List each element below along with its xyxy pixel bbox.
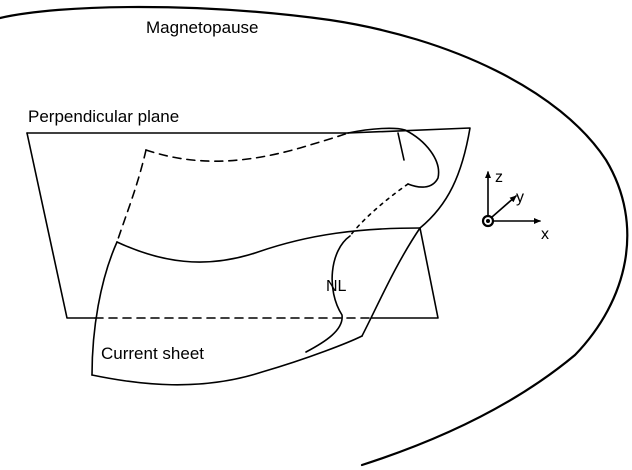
current-sheet-front-top-edge (116, 227, 421, 263)
current-sheet-bottom-edge (91, 335, 363, 386)
z-axis-label: z (495, 169, 503, 186)
perpendicular-plane-label: Perpendicular plane (28, 107, 180, 126)
neutral-line (305, 235, 351, 353)
perpendicular-plane-right-edge-upper (397, 132, 405, 161)
magnetopause-label: Magnetopause (146, 18, 259, 37)
y-axis-arrow (491, 195, 517, 218)
current-sheet-top-fold (347, 127, 471, 229)
current-sheet-front-left-edge (91, 241, 118, 376)
current-sheet-right-edge (361, 227, 421, 337)
current-sheet-inner-fold (347, 127, 440, 188)
neutral-line-label: NL (326, 278, 347, 295)
current-sheet-label: Current sheet (101, 344, 204, 363)
origin-marker-dot (486, 219, 490, 223)
current-sheet-back-left-edge-dashed (116, 149, 147, 243)
current-sheet-back-top-edge-dashed (145, 132, 349, 162)
y-axis-label: y (516, 189, 524, 206)
neutral-line-hidden-dotted (349, 183, 409, 237)
perpendicular-plane-front (26, 132, 96, 319)
x-axis-label: x (541, 226, 549, 243)
perpendicular-plane-bottom-edge-right (371, 227, 439, 319)
magnetopause-curve (0, 5, 629, 467)
